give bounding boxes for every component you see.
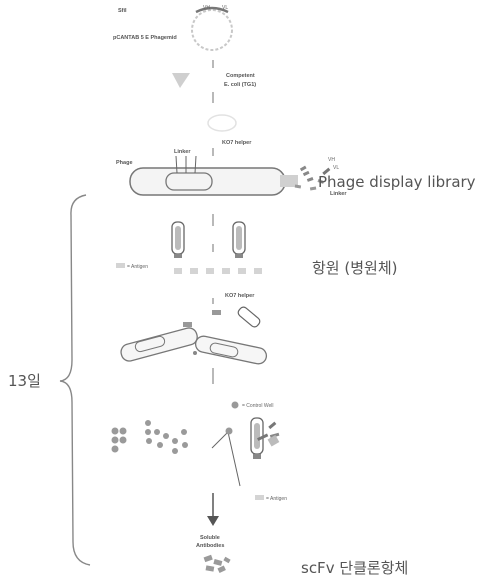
antigen-legend2-icon (255, 495, 264, 500)
colony-dots (112, 420, 189, 454)
ss-vh-label: VH (328, 157, 335, 163)
soluble-antibodies (204, 555, 231, 573)
vector-vl-label: VL (222, 5, 228, 11)
faint-cell-icon (208, 115, 236, 131)
day-count-label: 13일 (8, 372, 41, 390)
phage-label: Phage (116, 160, 133, 166)
soluble-label-1: Soluble (200, 535, 220, 541)
day-brace (60, 195, 90, 565)
soluble-label-2: Antibodies (196, 543, 224, 549)
sfi-label: SfiI (118, 8, 127, 14)
antigen-legend2-label: = Antigen (266, 496, 287, 502)
ecoli-shape-icon (172, 73, 190, 88)
scfv-label: scFv 단클론항체 (301, 559, 408, 577)
antigen-row (174, 268, 262, 274)
bound-phage-right (233, 222, 245, 258)
competent-label-1: Competent (226, 73, 255, 79)
bound-phage-left (172, 222, 184, 258)
ss-vl-label: VL (333, 165, 339, 171)
linker2-label: Linker (330, 191, 347, 197)
antigen-big-label: 항원 (병원체) (312, 259, 397, 277)
phagemid-vector: SfiI VH VL pCANTAB 5 E Phagemid (113, 5, 232, 50)
phage-cell: Phage Linker (116, 149, 298, 195)
control-well-label: = Control Well (242, 403, 273, 409)
control-well-icon (232, 402, 239, 409)
selected-phage (212, 418, 279, 486)
antigen-legend-label: = Antigen (127, 264, 148, 270)
linker-label: Linker (174, 149, 191, 155)
competent-label-2: E. coli (TG1) (224, 82, 256, 88)
vector-vh-label: VH (203, 5, 210, 11)
infection-cluster (119, 305, 268, 365)
final-arrow (207, 493, 219, 526)
phage-library-label: Phage display library (318, 173, 476, 191)
helper-label-1: KO7 helper (222, 140, 252, 146)
vector-label: pCANTAB 5 E Phagemid (113, 35, 177, 41)
antigen-legend-icon (116, 263, 125, 268)
helper-label-2: KO7 helper (225, 293, 255, 299)
